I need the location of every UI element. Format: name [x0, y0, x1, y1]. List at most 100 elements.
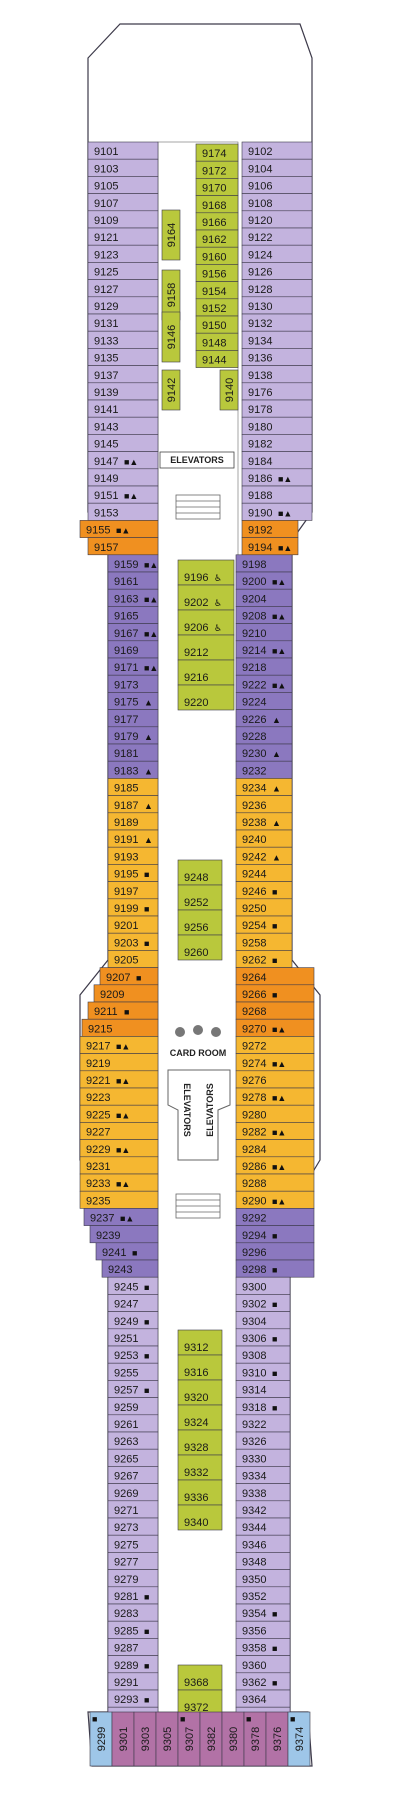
cabin-9282[interactable]: 9282■▲ — [235, 1122, 315, 1140]
cabin-9141[interactable]: 9141 — [87, 399, 159, 418]
cabin-9107[interactable]: 9107 — [87, 193, 159, 212]
cabin-9128[interactable]: 9128 — [241, 279, 313, 298]
cabin-9180[interactable]: 9180 — [241, 416, 313, 435]
cabin-9125[interactable]: 9125 — [87, 262, 159, 280]
cabin-9193[interactable]: 9193 — [107, 846, 159, 865]
cabin-9368[interactable]: 9368 — [177, 1664, 223, 1691]
cabin-9122[interactable]: 9122 — [241, 227, 313, 246]
cabin-9132[interactable]: 9132 — [241, 313, 313, 332]
cabin-9146[interactable]: 9146 — [161, 311, 181, 363]
cabin-9362[interactable]: 9362■ — [235, 1672, 291, 1691]
cabin-9156[interactable]: 9156 — [195, 264, 239, 282]
cabin-9290[interactable]: 9290■▲ — [235, 1190, 315, 1209]
cabin-9356[interactable]: 9356 — [235, 1620, 291, 1639]
cabin-9185[interactable]: 9185 — [107, 778, 159, 796]
cabin-9163[interactable]: 9163■▲ — [107, 588, 158, 607]
cabin-9264[interactable]: 9264 — [235, 967, 315, 986]
cabin-9306[interactable]: 9306■ — [235, 1328, 291, 1347]
cabin-9131[interactable]: 9131 — [87, 313, 159, 332]
cabin-9140[interactable]: 9140 — [219, 369, 239, 411]
cabin-9160[interactable]: 9160 — [195, 246, 239, 265]
cabin-9278[interactable]: 9278■▲ — [235, 1087, 315, 1106]
cabin-9334[interactable]: 9334 — [235, 1466, 291, 1484]
cabin-9233[interactable]: 9233■▲ — [79, 1173, 159, 1192]
cabin-9189[interactable]: 9189 — [107, 812, 159, 831]
cabin-9266[interactable]: 9266■ — [235, 984, 315, 1003]
cabin-9121[interactable]: 9121 — [87, 227, 159, 246]
cabin-9289[interactable]: 9289■ — [107, 1655, 159, 1674]
cabin-9103[interactable]: 9103 — [87, 158, 159, 177]
cabin-9220[interactable]: 9220 — [177, 684, 235, 711]
cabin-9285[interactable]: 9285■ — [107, 1620, 159, 1639]
cabin-9177[interactable]: 9177 — [107, 709, 159, 728]
cabin-9164[interactable]: 9164 — [161, 209, 181, 261]
cabin-9203[interactable]: 9203■ — [107, 932, 159, 951]
cabin-9157[interactable]: 9157 — [87, 537, 159, 556]
cabin-9281[interactable]: 9281■ — [107, 1586, 159, 1605]
cabin-9133[interactable]: 9133 — [87, 330, 159, 349]
cabin-9239[interactable]: 9239 — [89, 1225, 159, 1244]
cabin-9291[interactable]: 9291 — [107, 1672, 159, 1691]
cabin-9241[interactable]: 9241■ — [95, 1242, 159, 1261]
cabin-9227[interactable]: 9227 — [79, 1122, 159, 1140]
cabin-9338[interactable]: 9338 — [235, 1483, 291, 1502]
cabin-9175[interactable]: 9175▲ — [107, 692, 159, 710]
cabin-9304[interactable]: 9304 — [235, 1311, 291, 1330]
cabin-9167[interactable]: 9167■▲ — [107, 623, 158, 642]
cabin-9194[interactable]: 9194■▲ — [241, 537, 299, 556]
cabin-9326[interactable]: 9326 — [235, 1431, 291, 1450]
cabin-9262[interactable]: 9262■ — [235, 950, 293, 968]
cabin-9330[interactable]: 9330 — [235, 1448, 291, 1467]
cabin-9143[interactable]: 9143 — [87, 416, 159, 435]
cabin-9188[interactable]: 9188 — [241, 485, 313, 504]
cabin-9372[interactable]: 9372 — [177, 1689, 223, 1716]
cabin-9273[interactable]: 9273 — [107, 1517, 159, 1536]
cabin-9172[interactable]: 9172 — [195, 160, 239, 179]
cabin-9292[interactable]: 9292 — [235, 1208, 315, 1226]
cabin-9144[interactable]: 9144 — [195, 350, 239, 368]
cabin-9286[interactable]: 9286■▲ — [235, 1156, 315, 1175]
cabin-9105[interactable]: 9105 — [87, 176, 159, 194]
cabin-9277[interactable]: 9277 — [107, 1552, 159, 1570]
cabin-9243[interactable]: 9243 — [101, 1259, 159, 1278]
cabin-9218[interactable]: 9218 — [235, 657, 293, 676]
cabin-9179[interactable]: 9179▲ — [107, 726, 159, 745]
cabin-9259[interactable]: 9259 — [107, 1397, 159, 1416]
cabin-9342[interactable]: 9342 — [235, 1500, 291, 1519]
cabin-9279[interactable]: 9279 — [107, 1569, 159, 1588]
cabin-9161[interactable]: 9161 — [107, 571, 159, 590]
cabin-9302[interactable]: 9302■ — [235, 1294, 291, 1312]
cabin-9205[interactable]: 9205 — [107, 950, 159, 968]
cabin-9270[interactable]: 9270■▲ — [235, 1018, 315, 1037]
cabin-9310[interactable]: 9310■ — [235, 1362, 291, 1381]
cabin-9196[interactable]: 9196♿ — [177, 559, 235, 586]
cabin-9154[interactable]: 9154 — [195, 281, 239, 300]
cabin-9316[interactable]: 9316 — [177, 1354, 223, 1381]
cabin-9245[interactable]: 9245■ — [107, 1276, 159, 1295]
cabin-9374[interactable]: 9374■ — [287, 1711, 311, 1767]
cabin-9314[interactable]: 9314 — [235, 1380, 291, 1398]
cabin-9151[interactable]: 9151■▲ — [87, 485, 159, 504]
cabin-9197[interactable]: 9197 — [107, 881, 159, 900]
cabin-9249[interactable]: 9249■ — [107, 1311, 159, 1330]
cabin-9240[interactable]: 9240 — [235, 829, 293, 848]
cabin-9293[interactable]: 9293■ — [107, 1689, 159, 1708]
cabin-9211[interactable]: 9211■ — [87, 1001, 159, 1020]
cabin-9254[interactable]: 9254■ — [235, 915, 293, 934]
cabin-9260[interactable]: 9260 — [177, 934, 223, 961]
cabin-9300[interactable]: 9300 — [235, 1276, 291, 1295]
cabin-9348[interactable]: 9348 — [235, 1552, 291, 1570]
cabin-9258[interactable]: 9258 — [235, 932, 293, 951]
cabin-9253[interactable]: 9253■ — [107, 1345, 159, 1364]
cabin-9209[interactable]: 9209 — [93, 984, 159, 1003]
cabin-9322[interactable]: 9322 — [235, 1414, 291, 1433]
cabin-9170[interactable]: 9170 — [195, 178, 239, 196]
cabin-9195[interactable]: 9195■ — [107, 864, 159, 882]
cabin-9166[interactable]: 9166 — [195, 212, 239, 231]
cabin-9275[interactable]: 9275 — [107, 1534, 159, 1553]
cabin-9135[interactable]: 9135 — [87, 348, 159, 366]
cabin-9305[interactable]: 9305 — [155, 1711, 179, 1767]
cabin-9350[interactable]: 9350 — [235, 1569, 291, 1588]
cabin-9231[interactable]: 9231 — [79, 1156, 159, 1175]
cabin-9149[interactable]: 9149 — [87, 468, 159, 487]
